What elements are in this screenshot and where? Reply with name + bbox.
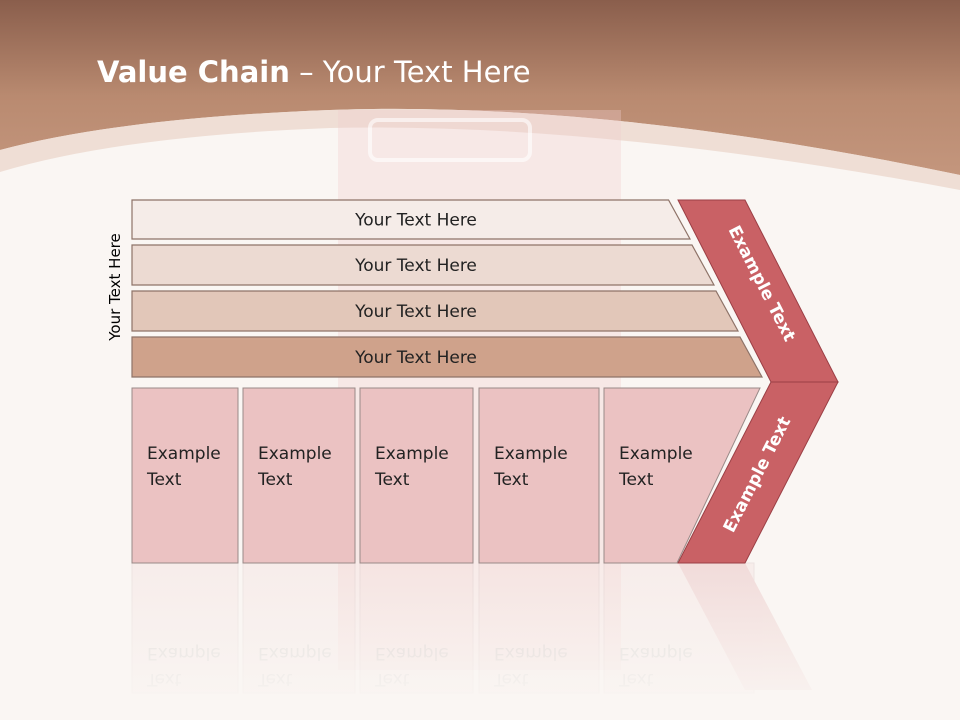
box-shape xyxy=(478,387,600,564)
bar-label: Your Text Here xyxy=(354,211,477,231)
bar-label: Your Text Here xyxy=(354,256,477,276)
bar-shape xyxy=(131,290,740,332)
box-shape xyxy=(131,387,239,564)
title-rest: – Your Text Here xyxy=(289,55,531,89)
background-key-outline xyxy=(368,118,532,162)
box-text-line1: Example xyxy=(375,444,449,464)
header-swoosh xyxy=(0,108,960,190)
bar-label: Your Text Here xyxy=(354,348,477,368)
box-text-line1: Example xyxy=(258,444,332,464)
title-bold: Value Chain xyxy=(97,55,290,89)
value-chain-bar-2: Your Text Here xyxy=(131,244,716,286)
box-shape xyxy=(359,387,474,564)
box-text-line2: Text xyxy=(493,470,529,490)
box-text-line2: Text xyxy=(374,470,410,490)
value-chain-bar-4: Your Text Here xyxy=(131,336,764,378)
bar-label: Your Text Here xyxy=(354,302,477,322)
bar-shape xyxy=(131,336,764,378)
box-shape xyxy=(242,387,356,564)
value-chain-bar-1: Your Text Here xyxy=(131,199,692,240)
box-text-line2: Text xyxy=(618,470,654,490)
reflection-fade xyxy=(120,560,840,720)
box-text-line1: Example xyxy=(619,444,693,464)
box-shape xyxy=(603,387,761,564)
slide-title: Value Chain – Your Text Here xyxy=(97,55,531,89)
box-text-line2: Text xyxy=(146,470,182,490)
header-band xyxy=(0,0,960,175)
bar-shape xyxy=(131,199,692,240)
box-text-line2: Text xyxy=(257,470,293,490)
box-text-line1: Example xyxy=(147,444,221,464)
bar-shape xyxy=(131,244,716,286)
box-text-line1: Example xyxy=(494,444,568,464)
value-chain-bar-3: Your Text Here xyxy=(131,290,740,332)
chevron-lower xyxy=(677,381,839,564)
